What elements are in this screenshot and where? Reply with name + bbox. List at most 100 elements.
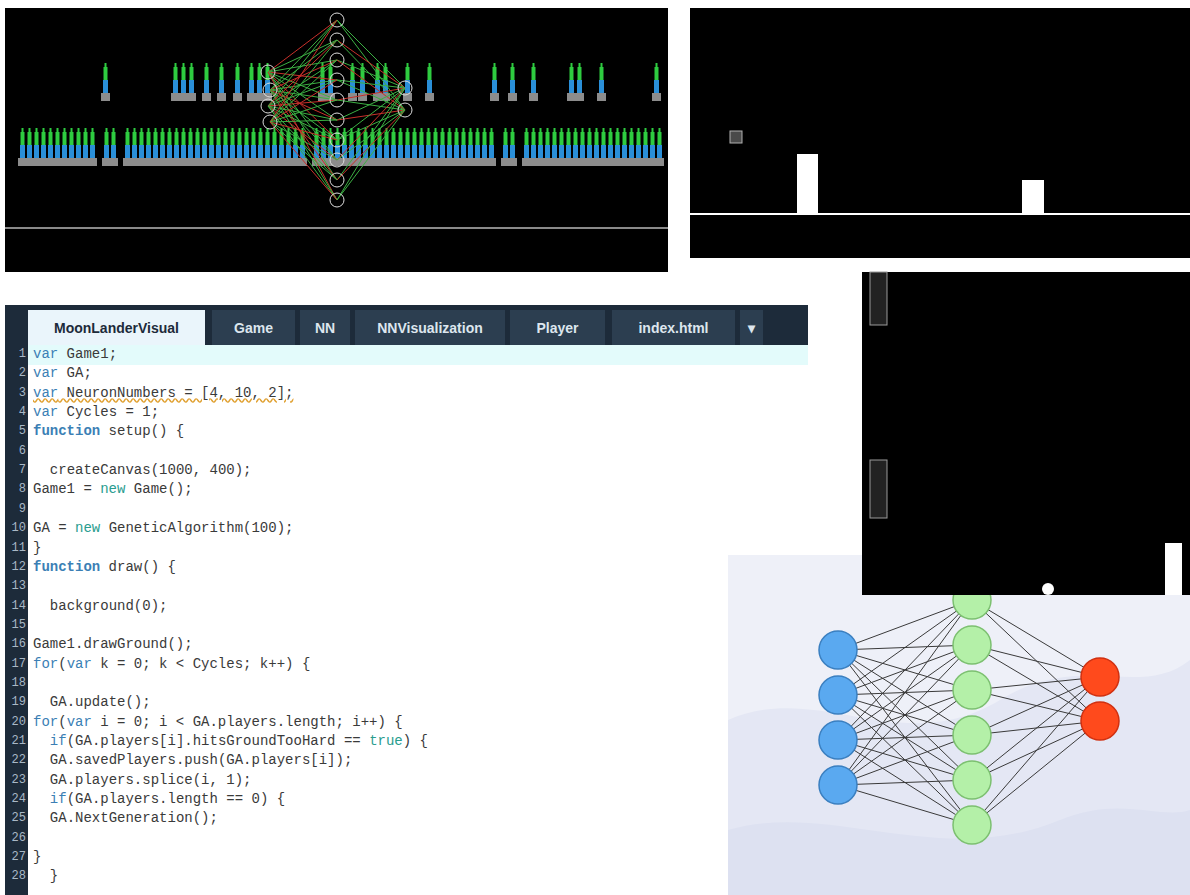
rocket-body: [384, 145, 389, 158]
rocket-nose: [393, 128, 395, 132]
rocket-body: [76, 145, 81, 158]
weight-line: [337, 20, 405, 110]
code-line: createCanvas(1000, 400);: [50, 461, 252, 480]
rocket-body: [139, 145, 144, 158]
rocket: [109, 128, 118, 166]
rocket-top: [455, 132, 459, 145]
line-gutter: [5, 345, 28, 895]
rocket-nose: [477, 128, 479, 132]
rocket-top: [105, 132, 109, 145]
rocket-legs: [487, 158, 496, 166]
pong-panel: [862, 272, 1190, 595]
weight-line: [270, 120, 337, 122]
code-line: var NeuronNumbers = [4, 10, 2];: [33, 384, 293, 403]
paddle: [870, 460, 887, 518]
rocket-top: [174, 67, 178, 80]
rocket-nose: [211, 128, 213, 132]
line-number: 1: [6, 345, 26, 364]
rocket-nose: [421, 128, 423, 132]
rocket: [597, 63, 606, 101]
rocket-top: [658, 132, 662, 145]
rocket-nose: [344, 128, 346, 132]
rocket-top: [399, 132, 403, 145]
line-number: 10: [6, 519, 26, 538]
rocket-body: [146, 145, 151, 158]
rocket-body: [195, 145, 200, 158]
rocket-top: [578, 67, 582, 80]
weight-line: [337, 88, 405, 200]
rocket-body: [398, 145, 403, 158]
rocket-top: [175, 132, 179, 145]
rocket-body: [235, 80, 240, 93]
rocket-legs: [255, 93, 264, 101]
rocket-nose: [237, 63, 239, 67]
rocket-top: [600, 67, 604, 80]
rocket-top: [462, 132, 466, 145]
code-token: k = 0; k < Cycles; k++) {: [92, 656, 310, 672]
rocket-body: [489, 145, 494, 158]
rocket-nose: [484, 128, 486, 132]
rocket-nose: [259, 63, 261, 67]
rocket-body: [244, 145, 249, 158]
code-token: var: [33, 404, 58, 420]
code-token: background(0);: [50, 598, 168, 614]
rocket-body: [181, 145, 186, 158]
rocket-body: [188, 145, 193, 158]
line-number: 21: [6, 732, 26, 751]
rocket-body: [251, 145, 256, 158]
rocket-top: [259, 132, 263, 145]
weight-line: [268, 106, 337, 120]
rocket-body: [615, 145, 620, 158]
rocket-body: [55, 145, 60, 158]
line-number: 4: [6, 403, 26, 422]
rocket: [187, 63, 196, 101]
weight-line: [270, 80, 337, 122]
rocket-legs: [508, 158, 517, 166]
rocket-top: [595, 132, 599, 145]
rocket-nose: [589, 128, 591, 132]
rocket-top: [84, 132, 88, 145]
neuron-circle: [261, 99, 275, 113]
rocket-top: [392, 132, 396, 145]
code-line: GA.players.splice(i, 1);: [50, 771, 252, 790]
rocket-nose: [106, 128, 108, 132]
rocket-top: [448, 132, 452, 145]
rocket-nose: [239, 128, 241, 132]
rocket-top: [427, 132, 431, 145]
weight-line: [268, 20, 337, 106]
tab-label: index.html: [638, 320, 708, 336]
rocket-body: [580, 145, 585, 158]
code-line: Game1 = new Game();: [33, 480, 193, 499]
rocket-top: [231, 132, 235, 145]
rocket-body: [447, 145, 452, 158]
rocket-body: [125, 145, 130, 158]
rocket-nose: [400, 128, 402, 132]
weight-line: [268, 106, 337, 200]
code-token: GA;: [58, 365, 92, 381]
rocket-top: [273, 132, 277, 145]
rocket-nose: [190, 128, 192, 132]
rocket-legs: [425, 93, 434, 101]
rocket-body: [20, 145, 25, 158]
rocket-body: [132, 145, 137, 158]
rocket-body: [286, 145, 291, 158]
rocket-top: [511, 67, 515, 80]
weight-line: [337, 110, 405, 180]
code-token: Game1.drawGround();: [33, 636, 193, 652]
rocket-nose: [183, 128, 185, 132]
rocket: [652, 63, 661, 101]
neuron-circle: [953, 761, 991, 799]
rocket-top: [210, 132, 214, 145]
connection-line: [972, 600, 1100, 677]
rocket-nose: [43, 128, 45, 132]
rocket: [263, 63, 272, 101]
rocket-top: [112, 132, 116, 145]
code-token: draw() {: [100, 559, 176, 575]
rocket-nose: [385, 63, 387, 67]
rocket-body: [103, 80, 108, 93]
rocket-top: [104, 67, 108, 80]
rocket-body: [622, 145, 627, 158]
rocket-top: [525, 132, 529, 145]
rocket-top: [504, 132, 508, 145]
